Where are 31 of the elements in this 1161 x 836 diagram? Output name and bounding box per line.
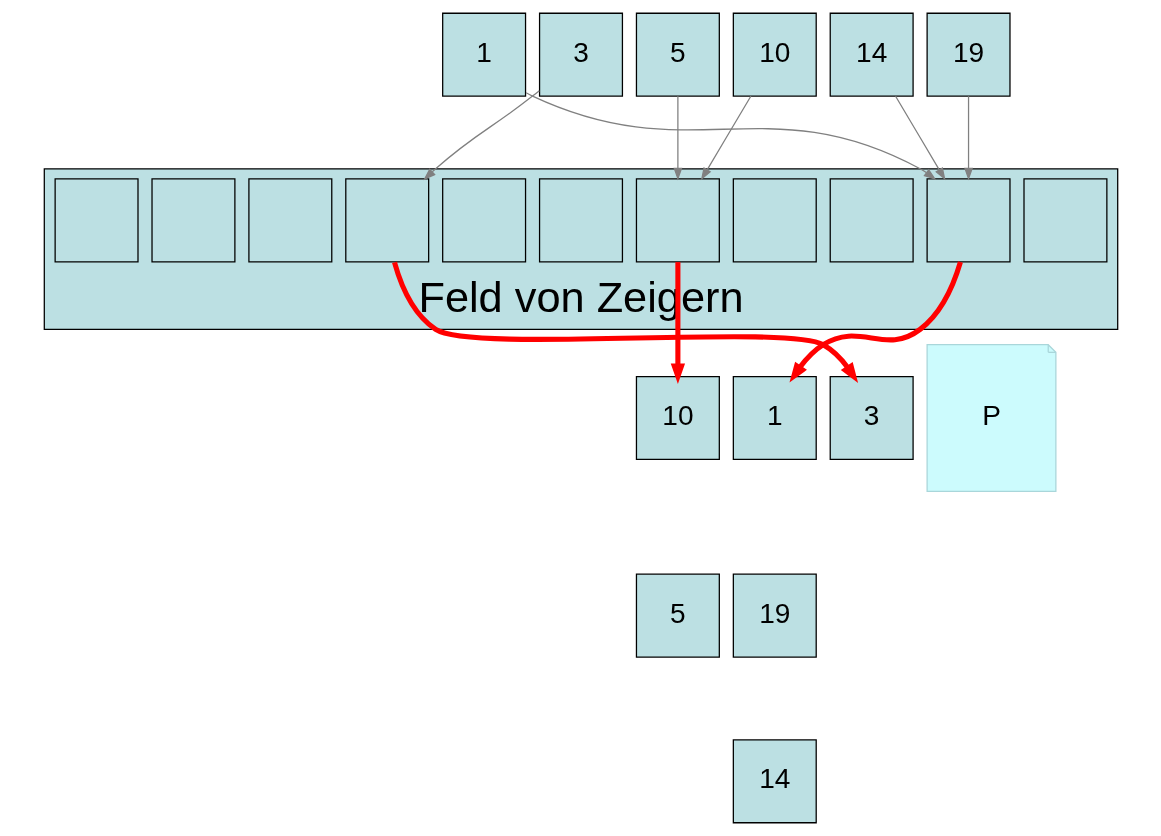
arrow: [422, 90, 540, 181]
node-box: [538, 178, 623, 263]
node-box: 1: [441, 12, 526, 97]
node-box: [247, 178, 332, 263]
arrow: [700, 95, 751, 181]
node-box: 5: [635, 573, 720, 658]
node-box: 10: [635, 375, 720, 461]
node-box: 3: [829, 375, 914, 461]
node-box: 1: [732, 375, 817, 461]
node-box: [54, 178, 139, 263]
node-box: [441, 178, 526, 263]
arrow: [524, 92, 936, 181]
node-box: [150, 178, 235, 263]
arrow: [894, 95, 946, 181]
node-box: 14: [732, 739, 817, 824]
node-box: 14: [829, 12, 914, 97]
node-box: [926, 178, 1011, 263]
node-box: [344, 178, 429, 263]
node-box: 3: [538, 12, 623, 97]
node-box: 19: [732, 573, 817, 658]
arrow: [391, 261, 858, 383]
arrow: [788, 261, 963, 383]
node-box: [635, 178, 720, 263]
arrow: [672, 95, 682, 181]
node-box: [1022, 178, 1107, 263]
node-box: 19: [926, 12, 1011, 97]
node-box: [829, 178, 914, 263]
node-box: 10: [732, 12, 817, 97]
node-box: 5: [635, 12, 720, 97]
arrow: [963, 95, 973, 181]
node-box: [732, 178, 817, 263]
